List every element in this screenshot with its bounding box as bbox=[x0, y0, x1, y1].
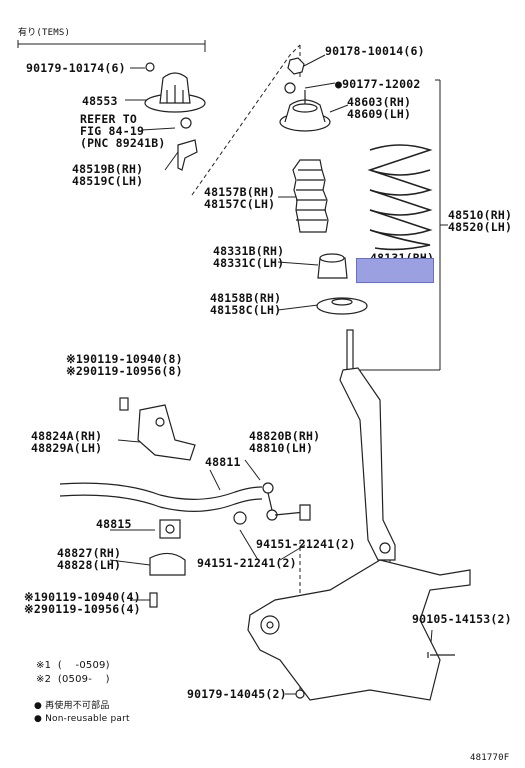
label-48828: 48828(LH) bbox=[57, 558, 122, 572]
header-note: 有り(TEMS) bbox=[18, 28, 71, 38]
label-48827: 48827(RH) bbox=[57, 546, 122, 560]
legend-nonreusable-en: ● Non-reusable part bbox=[34, 714, 130, 724]
label-90119-10956-top: ※290119-10956(8) bbox=[66, 364, 183, 378]
label-48824a: 48824A(RH) bbox=[31, 429, 103, 443]
label-refer-line1: REFER TO bbox=[80, 112, 137, 126]
label-48609: 48609(LH) bbox=[347, 107, 412, 121]
label-48820b: 48820B(RH) bbox=[249, 429, 321, 443]
label-90119-10956-bot: ※290119-10956(4) bbox=[24, 602, 141, 616]
label-94151-21241-right: 94151-21241(2) bbox=[256, 537, 356, 551]
label-48331b: 48331B(RH) bbox=[213, 244, 285, 258]
label-90105-14153: 90105-14153(2) bbox=[412, 612, 512, 626]
label-48603: 48603(RH) bbox=[347, 95, 412, 109]
legend-nonreusable-jp: ● 再使用不可部品 bbox=[34, 701, 110, 711]
redaction-box bbox=[356, 258, 434, 283]
label-90119-10940-top: ※190119-10940(8) bbox=[66, 352, 183, 366]
label-48520: 48520(LH) bbox=[448, 220, 513, 234]
label-refer-line2: FIG 84-19 bbox=[80, 124, 145, 138]
label-48331c: 48331C(LH) bbox=[213, 256, 285, 270]
label-48811: 48811 bbox=[205, 455, 241, 469]
label-90119-10940-bot: ※190119-10940(4) bbox=[24, 590, 141, 604]
label-48519b: 48519B(RH) bbox=[72, 162, 144, 176]
label-90177-12002: ●90177-12002 bbox=[335, 77, 421, 91]
label-48553: 48553 bbox=[82, 94, 118, 108]
label-48510: 48510(RH) bbox=[448, 208, 513, 222]
label-48157b: 48157B(RH) bbox=[204, 185, 276, 199]
label-48810: 48810(LH) bbox=[249, 441, 314, 455]
label-90179-10174: 90179-10174(6) bbox=[26, 61, 126, 75]
label-48519c: 48519C(LH) bbox=[72, 174, 144, 188]
label-48158c: 48158C(LH) bbox=[210, 303, 282, 317]
label-48829a: 48829A(LH) bbox=[31, 441, 103, 455]
legend-row2: ※2 (0509- ) bbox=[36, 674, 110, 685]
label-48158b: 48158B(RH) bbox=[210, 291, 282, 305]
label-90177-12002-text: 90177-12002 bbox=[342, 77, 421, 91]
label-refer-line3: (PNC 89241B) bbox=[80, 136, 166, 150]
label-48157c: 48157C(LH) bbox=[204, 197, 276, 211]
label-90179-14045: 90179-14045(2) bbox=[187, 687, 287, 701]
legend-row1: ※1 ( -0509) bbox=[36, 660, 110, 671]
figure-id: 481770F bbox=[470, 753, 510, 763]
label-94151-21241-left: 94151-21241(2) bbox=[197, 556, 297, 570]
label-48815: 48815 bbox=[96, 517, 132, 531]
label-90178-10014: 90178-10014(6) bbox=[325, 44, 425, 58]
